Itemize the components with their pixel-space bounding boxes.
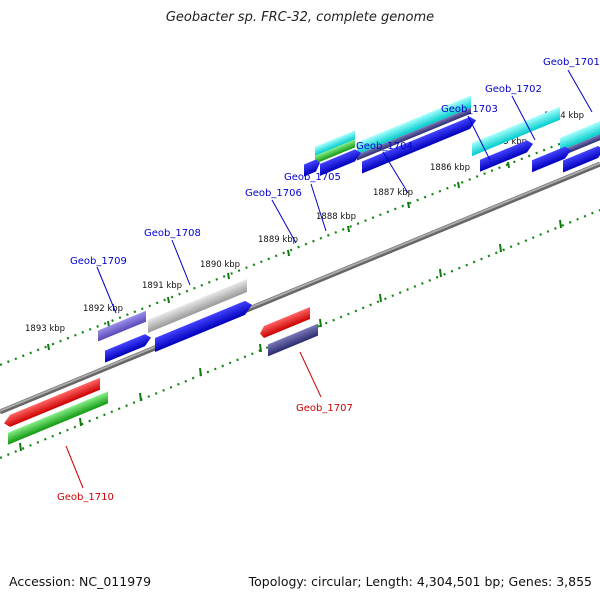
major-tick xyxy=(439,268,442,278)
gene-label-geob-1703[interactable]: Geob_1703 xyxy=(441,104,498,115)
gene-geob-1704-navy[interactable] xyxy=(357,107,471,161)
leader-line xyxy=(567,69,593,113)
page-title: Geobacter sp. FRC-32, complete genome xyxy=(165,10,435,25)
gene-label-geob-1708[interactable]: Geob_1708 xyxy=(144,228,201,239)
kbp-label: 1889 kbp xyxy=(258,235,298,245)
gene-geob-1705-green[interactable] xyxy=(315,139,355,164)
gene-geob-1702[interactable] xyxy=(472,106,560,157)
gene-label-geob-1702[interactable]: Geob_1702 xyxy=(485,84,542,95)
major-tick xyxy=(259,343,262,353)
major-tick xyxy=(407,201,410,209)
gene-arrow-1702[interactable] xyxy=(532,144,571,173)
gene-arrow-1705[interactable] xyxy=(320,147,361,176)
major-tick xyxy=(227,272,230,280)
major-tick xyxy=(507,161,510,169)
kbp-label: 1884 kbp xyxy=(544,111,584,121)
major-tick xyxy=(47,343,50,351)
gene-geob-1705[interactable] xyxy=(315,130,355,156)
gene-arrow-1708[interactable] xyxy=(155,298,252,352)
leader-line xyxy=(96,266,117,314)
kbp-label: 1892 kbp xyxy=(83,304,123,314)
gene-geob-1704-top[interactable] xyxy=(357,95,471,155)
leader-line xyxy=(299,351,322,398)
major-tick xyxy=(19,442,22,452)
major-tick xyxy=(347,225,350,233)
genome-summary-text: Topology: circular; Length: 4,304,501 bp… xyxy=(248,574,592,589)
leader-line xyxy=(271,199,297,244)
kbp-label: 1887 kbp xyxy=(373,188,413,198)
gene-label-geob-1706[interactable]: Geob_1706 xyxy=(245,188,302,199)
gene-label-geob-1709[interactable]: Geob_1709 xyxy=(70,256,127,267)
outer-tick-ruler xyxy=(0,126,600,367)
leader-line xyxy=(310,183,327,232)
kbp-label: 1893 kbp xyxy=(25,324,65,334)
gene-label-geob-1707[interactable]: Geob_1707 xyxy=(296,403,353,414)
gene-label-geob-1701[interactable]: Geob_1701 xyxy=(543,57,600,68)
gene-geob-1707-navy[interactable] xyxy=(268,323,318,357)
kbp-label: 1885 kbp xyxy=(487,137,527,147)
gene-arrow-1706[interactable] xyxy=(304,158,320,177)
gene-geob-1708[interactable] xyxy=(148,278,247,333)
leader-line xyxy=(511,95,536,141)
genome-backbone-highlight xyxy=(0,162,600,412)
major-tick xyxy=(379,293,382,303)
gene-label-geob-1710[interactable]: Geob_1710 xyxy=(57,492,114,503)
major-tick xyxy=(457,181,460,189)
gene-geob-1701[interactable] xyxy=(560,117,600,151)
major-tick xyxy=(107,320,110,328)
major-tick xyxy=(287,249,290,257)
kbp-label: 1886 kbp xyxy=(430,163,470,173)
gene-geob-1710-red[interactable] xyxy=(4,377,100,430)
gene-geob-1709[interactable] xyxy=(98,310,146,342)
leader-line xyxy=(171,239,191,286)
kbp-label: 1888 kbp xyxy=(316,212,356,222)
leader-line xyxy=(382,151,409,194)
inner-major-ticks xyxy=(19,219,562,452)
major-tick xyxy=(79,417,82,427)
gene-arrow-1709[interactable] xyxy=(105,332,151,363)
major-tick xyxy=(139,392,142,402)
major-tick xyxy=(559,219,562,229)
major-tick xyxy=(167,296,170,304)
major-tick xyxy=(499,243,502,253)
gene-geob-1707-red[interactable] xyxy=(260,306,310,340)
leader-line xyxy=(65,445,84,489)
kbp-label: 1890 kbp xyxy=(200,260,240,270)
leader-line xyxy=(467,115,491,161)
gene-geob-1710-green[interactable] xyxy=(8,391,108,445)
gene-label-geob-1704[interactable]: Geob_1704 xyxy=(356,141,413,152)
accession-text: Accession: NC_011979 xyxy=(9,574,152,589)
gene-arrow-1701[interactable] xyxy=(563,144,600,173)
major-tick xyxy=(319,318,322,328)
gene-label-geob-1705[interactable]: Geob_1705 xyxy=(284,172,341,183)
gene-arrow-1703[interactable] xyxy=(480,138,533,172)
kbp-label: 1891 kbp xyxy=(142,281,182,291)
gene-arrow-1704[interactable] xyxy=(362,114,476,174)
major-tick xyxy=(199,367,202,377)
